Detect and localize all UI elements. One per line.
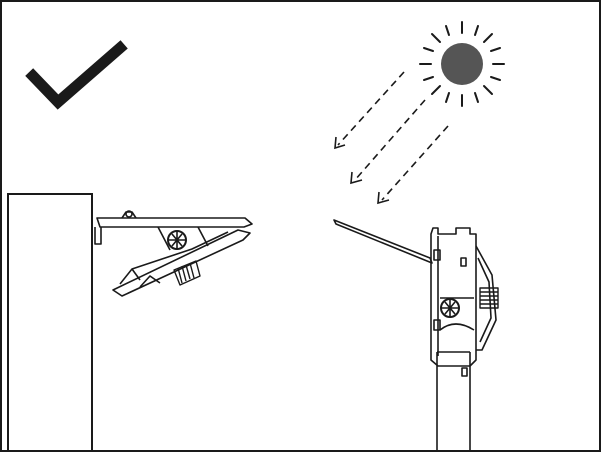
clip-mount-icon [94,210,253,297]
wall-panel [7,193,93,452]
post-mount-icon [333,219,499,452]
sunlight-arrow-icon [334,71,449,205]
check-icon [25,40,128,110]
sun-icon [419,21,505,107]
